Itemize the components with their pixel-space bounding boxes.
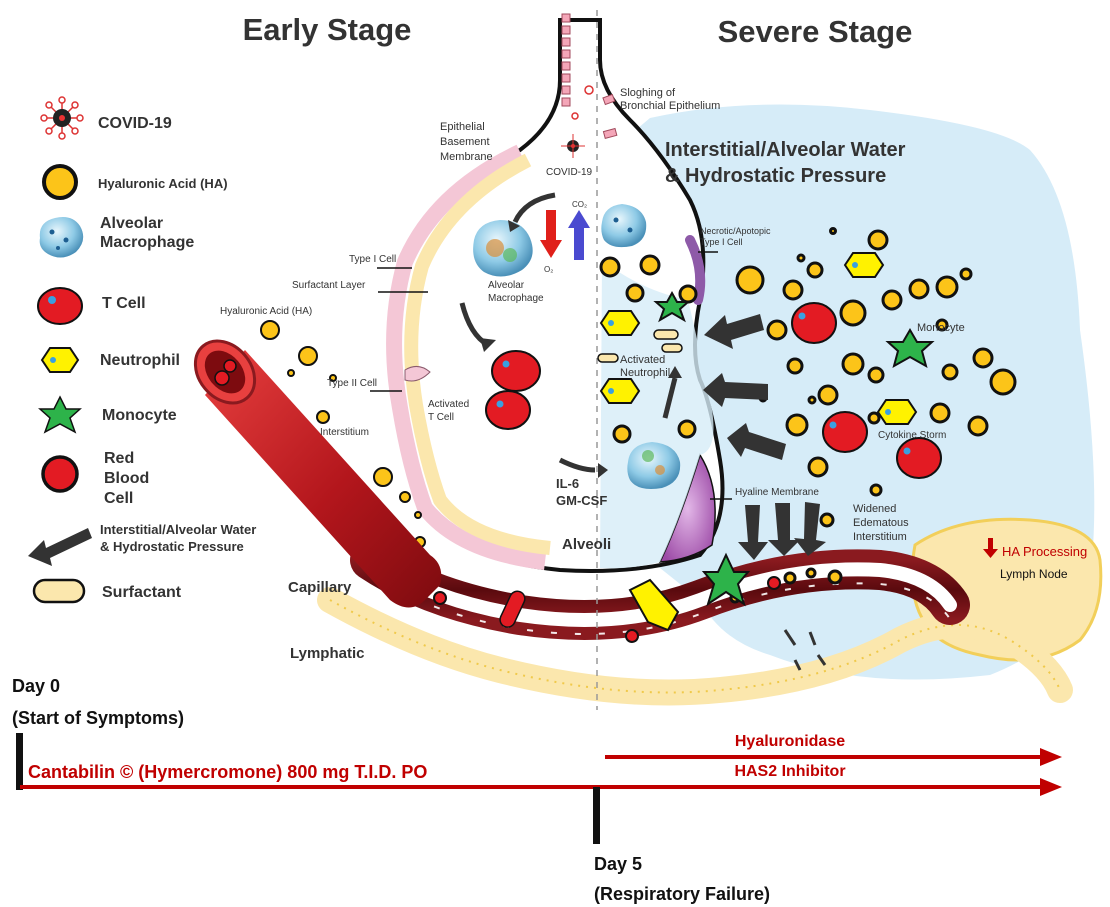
label-il6: IL-6 <box>556 476 579 491</box>
label-sloughing-2: Bronchial Epithelium <box>620 100 720 112</box>
label-interstitium: Interstitium <box>320 427 369 438</box>
label-water-big-1: Interstitial/Alveolar Water <box>665 139 906 161</box>
label-alv-mac-2: Macrophage <box>488 293 544 304</box>
legend-rbc-label-1: Red <box>104 450 134 467</box>
legend-covid-label: COVID-19 <box>98 115 172 132</box>
legend-rbc-label-3: Cell <box>104 490 133 507</box>
cantabilin-label: Cantabilin © (Hymercromone) 800 mg T.I.D… <box>28 762 427 782</box>
legend-neutrophil-icon <box>42 348 78 372</box>
legend-macrophage-icon <box>40 217 84 258</box>
day0-marker <box>16 733 23 790</box>
legend-rbc-label-2: Blood <box>104 470 149 487</box>
label-gmcsf: GM-CSF <box>556 493 607 508</box>
legend-tcell-icon <box>38 288 82 324</box>
label-surfactant-layer: Surfactant Layer <box>292 280 366 291</box>
label-water-big-2: & Hydrostatic Pressure <box>665 165 886 187</box>
day5-marker <box>593 787 600 844</box>
legend-surfactant-icon <box>34 580 84 602</box>
label-epithelial-1: Epithelial <box>440 121 485 133</box>
label-lymphatic: Lymphatic <box>290 645 364 662</box>
label-alv-mac-1: Alveolar <box>488 280 525 291</box>
label-act-neut-2: Neutrophil <box>620 367 670 379</box>
legend-neutrophil-label: Neutrophil <box>100 352 180 369</box>
label-necrotic-2: Type I Cell <box>700 237 743 247</box>
macrophage-severe-2 <box>627 442 680 489</box>
label-type2: Type II Cell <box>327 378 377 389</box>
label-widened-1: Widened <box>853 503 896 515</box>
label-ha-small: Hyaluronic Acid (HA) <box>220 306 312 317</box>
label-sloughing-1: Sloghing of <box>620 87 676 99</box>
label-hyaline: Hyaline Membrane <box>735 487 819 498</box>
label-cytokine: Cytokine Storm <box>878 430 946 441</box>
legend-monocyte-label: Monocyte <box>102 407 177 424</box>
label-act-t-1: Activated <box>428 399 469 410</box>
title-early-stage: Early Stage <box>243 12 412 47</box>
legend-ha-label: Hyaluronic Acid (HA) <box>98 176 228 191</box>
label-covid-small: COVID-19 <box>546 167 593 178</box>
legend-ha-icon <box>44 166 76 198</box>
has2-label: HAS2 Inhibitor <box>734 763 845 780</box>
label-widened-2: Edematous <box>853 517 909 529</box>
legend-macrophage-label-2: Macrophage <box>100 234 194 251</box>
legend-surfactant-label: Surfactant <box>102 584 182 601</box>
label-capillary: Capillary <box>288 579 352 596</box>
legend-rbc-icon <box>43 457 77 491</box>
legend-covid-icon <box>41 97 83 139</box>
legend-water-label-1: Interstitial/Alveolar Water <box>100 522 256 537</box>
co2-label: CO₂ <box>572 200 587 209</box>
label-monocyte: Monocyte <box>917 322 965 334</box>
legend-water-label-2: & Hydrostatic Pressure <box>100 539 244 554</box>
label-act-t-2: T Cell <box>428 412 454 423</box>
label-widened-3: Interstitium <box>853 531 907 543</box>
label-necrotic-1: Necrotic/Apotopic <box>700 226 771 236</box>
hyaluronidase-label: Hyaluronidase <box>735 733 845 750</box>
day5-sub: (Respiratory Failure) <box>594 884 770 904</box>
day5-label: Day 5 <box>594 854 642 874</box>
label-ha-processing: HA Processing <box>1002 544 1087 559</box>
label-act-neut-1: Activated <box>620 354 665 366</box>
title-severe-stage: Severe Stage <box>718 14 913 49</box>
label-epithelial-3: Membrane <box>440 151 493 163</box>
day0-sub: (Start of Symptoms) <box>12 708 184 728</box>
label-epithelial-2: Basement <box>440 136 490 148</box>
legend-water-arrow-icon <box>28 528 92 566</box>
day0-label: Day 0 <box>12 676 60 696</box>
legend-tcell-label: T Cell <box>102 295 146 312</box>
o2-label: O₂ <box>544 265 553 274</box>
label-alveoli: Alveoli <box>562 536 611 553</box>
legend-monocyte-icon <box>40 397 80 432</box>
label-type1: Type I Cell <box>349 254 396 265</box>
label-lymph-node: Lymph Node <box>1000 567 1068 581</box>
legend-macrophage-label-1: Alveolar <box>100 215 163 232</box>
